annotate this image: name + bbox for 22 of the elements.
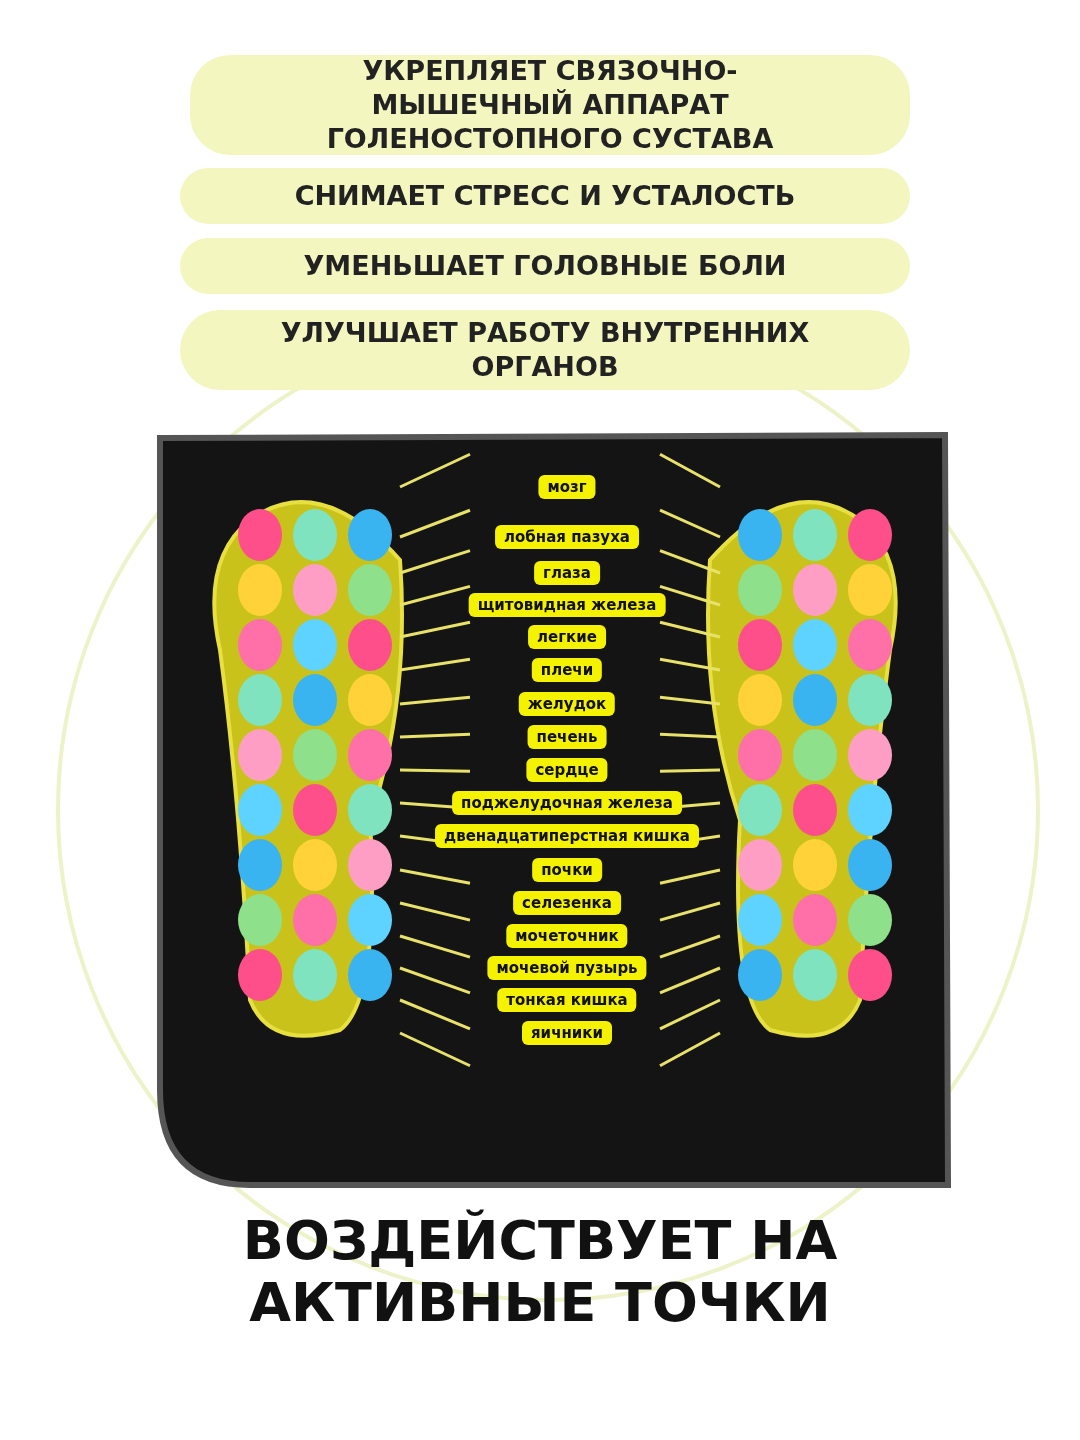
organ-label: яичники [522, 1021, 612, 1045]
organ-label: глаза [534, 561, 600, 585]
organ-label: плечи [531, 658, 603, 682]
organ-label: поджелудочная железа [452, 791, 682, 815]
organ-label: мочеточник [506, 924, 628, 948]
caption-heading: ВОЗДЕЙСТВУЕТ НА АКТИВНЫЕ ТОЧКИ [241, 1210, 839, 1334]
organ-label: легкие [528, 625, 606, 649]
organ-label: щитовидная железа [468, 593, 666, 617]
organ-label: сердце [526, 758, 608, 782]
organ-label: желудок [518, 692, 616, 716]
organ-label: мочевой пузырь [487, 956, 647, 980]
organ-label: селезенка [513, 891, 621, 915]
organ-label: тонкая кишка [497, 988, 637, 1012]
organ-label: почки [532, 858, 602, 882]
organ-label: мозг [538, 475, 596, 499]
organ-label: двенадцатиперстная кишка [435, 824, 699, 848]
organ-label: печень [527, 725, 607, 749]
benefit-banner: УМЕНЬШАЕТ ГОЛОВНЫЕ БОЛИ [180, 238, 910, 294]
organ-label: лобная пазуха [495, 525, 639, 549]
benefit-banner: СНИМАЕТ СТРЕСС И УСТАЛОСТЬ [180, 168, 910, 224]
benefit-banner: УКРЕПЛЯЕТ СВЯЗОЧНО-МЫШЕЧНЫЙ АППАРАТ ГОЛЕНОСТОПНОГО СУСТАВА [190, 55, 910, 155]
benefit-banner: УЛУЧШАЕТ РАБОТУ ВНУТРЕННИХ ОРГАНОВ [180, 310, 910, 390]
